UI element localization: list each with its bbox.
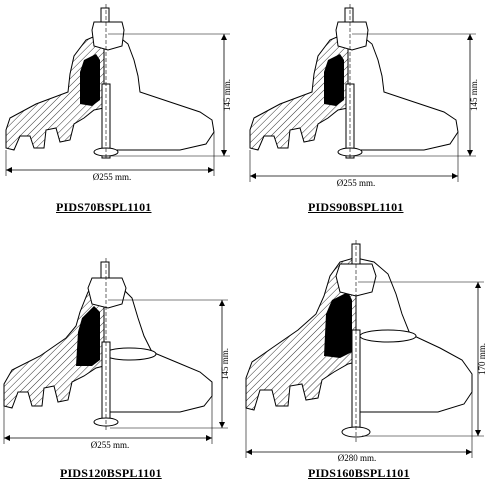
shed-rim xyxy=(103,347,157,361)
diameter-label-4: Ø280 mm. xyxy=(338,453,377,463)
metal-cap xyxy=(335,21,369,51)
height-label-1: 145 mm. xyxy=(222,79,232,111)
porcelain-section xyxy=(249,33,349,151)
diameter-label-1: Ø255 mm. xyxy=(93,172,132,182)
porcelain-section xyxy=(5,33,105,151)
metal-cap xyxy=(91,21,125,51)
diameter-label-3: Ø255 mm. xyxy=(91,440,130,450)
insulator-drawing-3 xyxy=(3,258,228,444)
model-caption-4: PIDS160BSPL1101 xyxy=(308,466,410,480)
cement-layer xyxy=(76,306,100,366)
height-label-3: 145 mm. xyxy=(220,348,230,380)
porcelain-section xyxy=(3,281,105,409)
porcelain-outline xyxy=(355,257,473,413)
model-caption-2: PIDS90BSPL1101 xyxy=(308,200,404,214)
porcelain-outline xyxy=(103,33,215,151)
pin xyxy=(100,7,110,23)
metal-cap xyxy=(87,277,127,309)
cement-layer xyxy=(80,54,100,106)
diameter-label-2: Ø255 mm. xyxy=(337,178,376,188)
model-caption-1: PIDS70BSPL1101 xyxy=(56,200,152,214)
cement-layer xyxy=(324,54,344,106)
insulator-drawing-1 xyxy=(5,4,230,176)
height-label-2: 145 mm. xyxy=(469,79,479,111)
insulator-drawing-4 xyxy=(245,240,484,458)
shed-rim xyxy=(359,329,417,343)
porcelain-outline xyxy=(103,281,213,413)
pin xyxy=(100,261,110,279)
porcelain-section xyxy=(245,257,357,411)
cement-layer xyxy=(324,292,352,358)
insulator-drawing-2 xyxy=(249,4,476,182)
porcelain-outline xyxy=(347,33,459,151)
model-caption-3: PIDS120BSPL1101 xyxy=(60,466,162,480)
pin xyxy=(344,7,354,23)
height-label-4: 170 mm. xyxy=(477,343,487,375)
